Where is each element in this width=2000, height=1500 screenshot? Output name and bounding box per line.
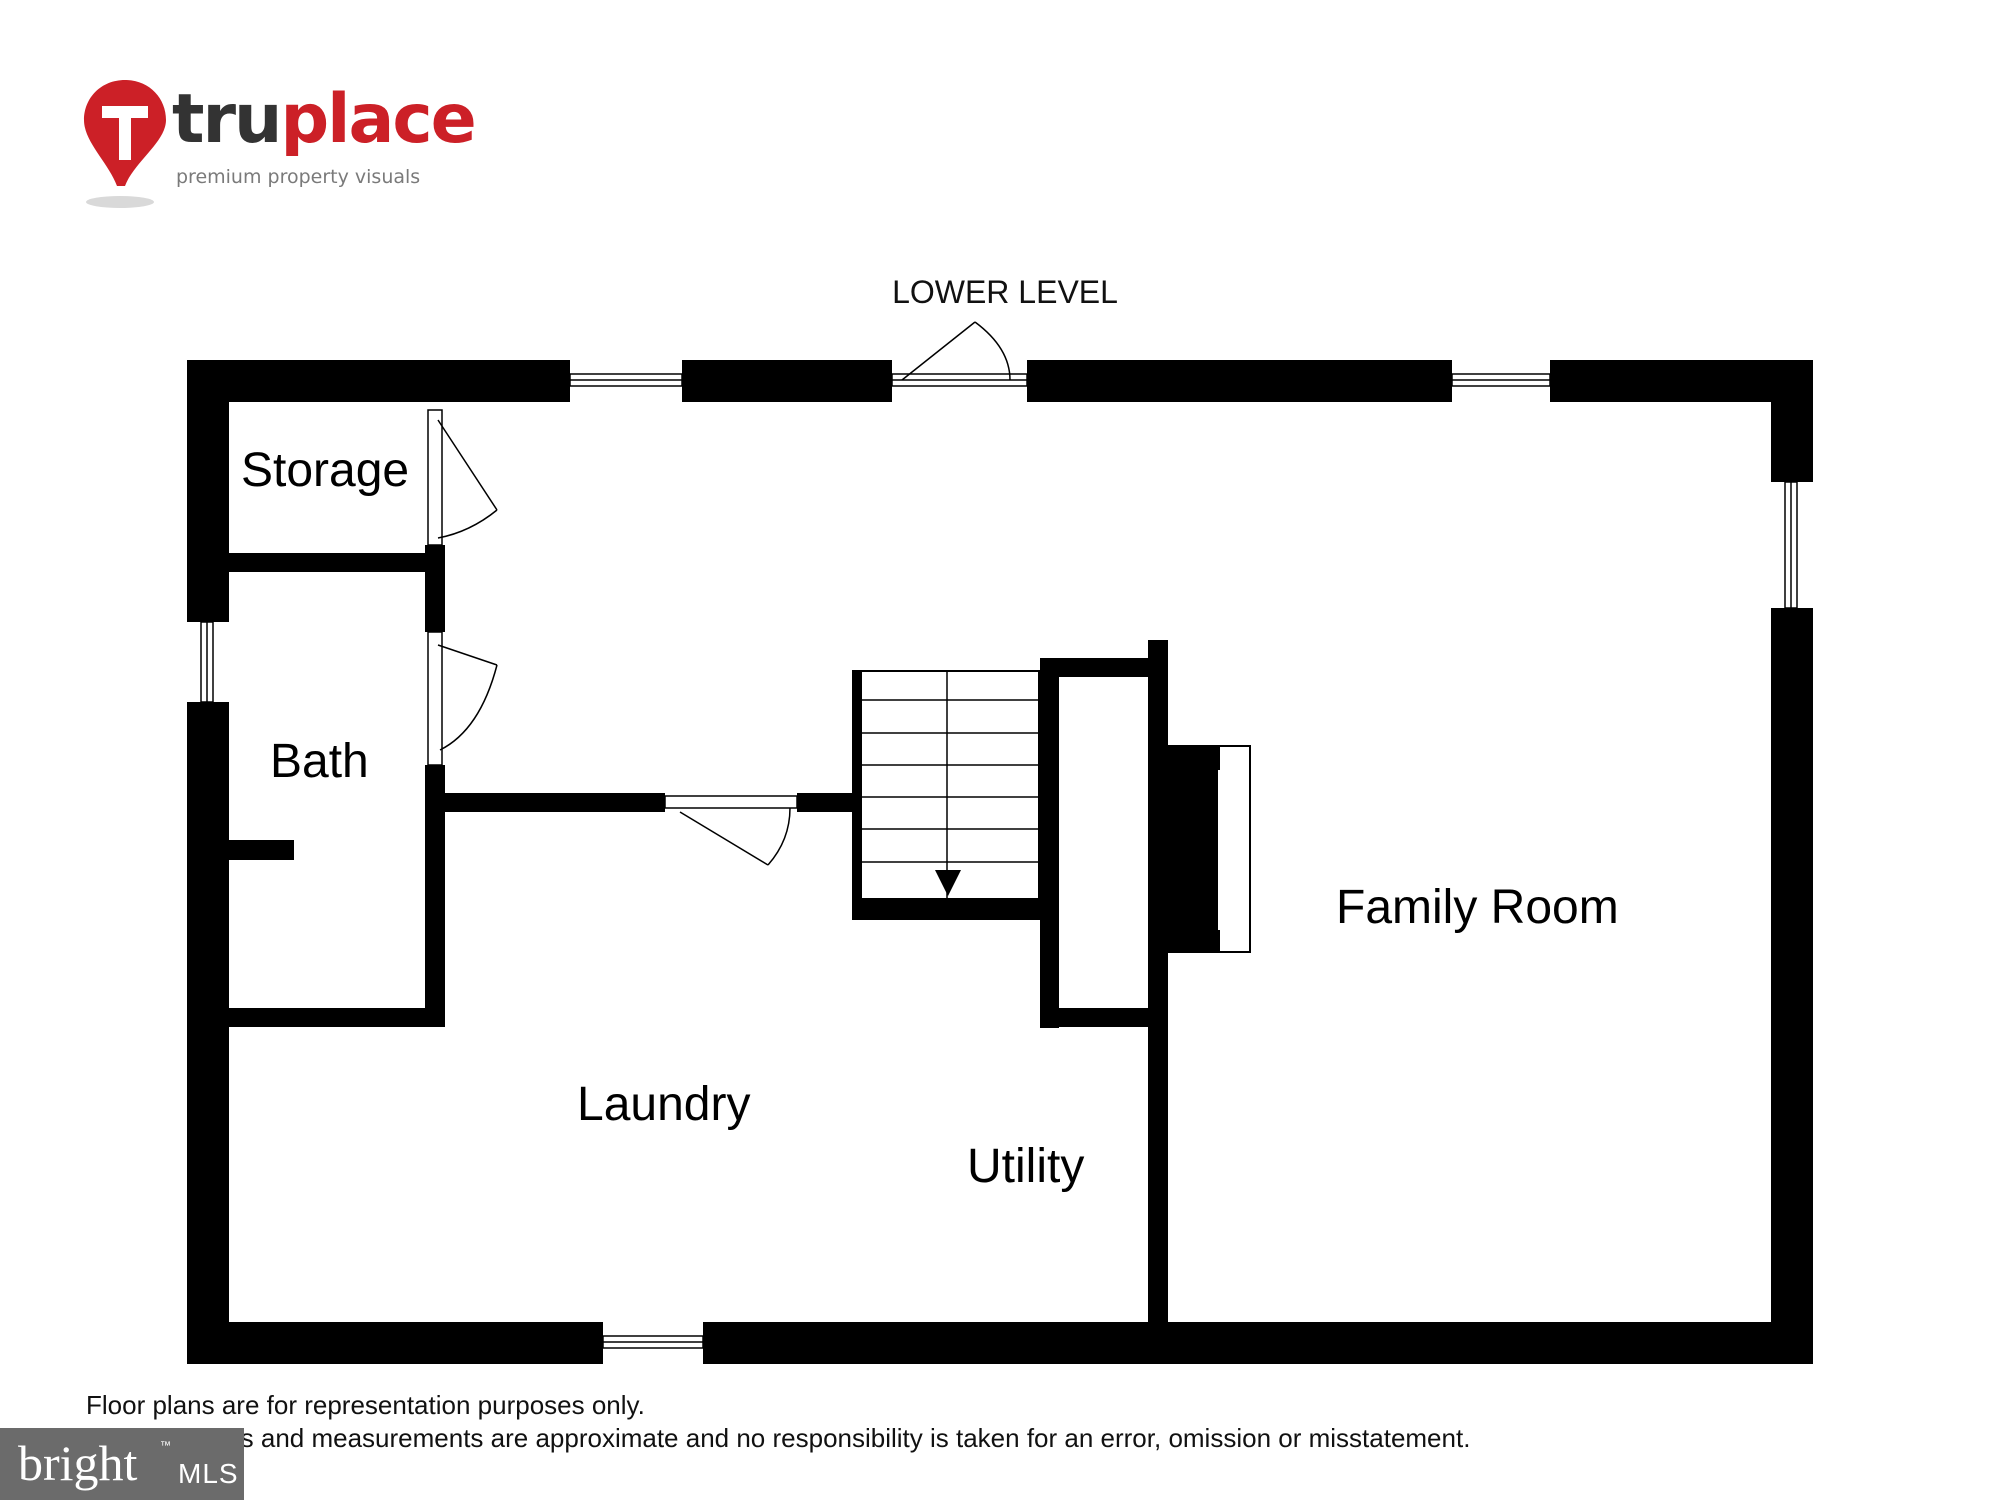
logo-wordmark: truplace xyxy=(172,86,477,154)
bright-mls-tm: ™ xyxy=(160,1440,171,1452)
bright-mls-badge: bright ™ MLS xyxy=(0,1428,244,1500)
room-label-bath: Bath xyxy=(270,735,369,788)
logo-wordmark-place: place xyxy=(280,80,476,159)
room-label-laundry: Laundry xyxy=(577,1078,751,1131)
room-label-utility: Utility xyxy=(967,1140,1085,1193)
stairs-icon xyxy=(852,670,1040,920)
door-swings xyxy=(437,321,1011,866)
fireplace-icon xyxy=(1167,745,1251,953)
disclaimer-line-1: Floor plans are for representation purpo… xyxy=(86,1390,645,1420)
level-title: LOWER LEVEL xyxy=(892,274,1118,310)
room-label-family-room: Family Room xyxy=(1336,881,1619,934)
logo-wordmark-tru: tru xyxy=(172,80,282,159)
room-label-storage: Storage xyxy=(241,444,410,497)
exterior-walls xyxy=(187,360,1813,1364)
disclaimer-line-2: All dimensions and measurements are appr… xyxy=(86,1423,1471,1453)
logo-tagline: premium property visuals xyxy=(176,166,421,188)
bright-mls-word: bright xyxy=(18,1435,138,1491)
truplace-logo-pin-icon xyxy=(84,80,166,208)
windows xyxy=(200,373,1798,1349)
interior-walls xyxy=(229,545,1168,1322)
bright-mls-suffix: MLS xyxy=(178,1458,239,1489)
